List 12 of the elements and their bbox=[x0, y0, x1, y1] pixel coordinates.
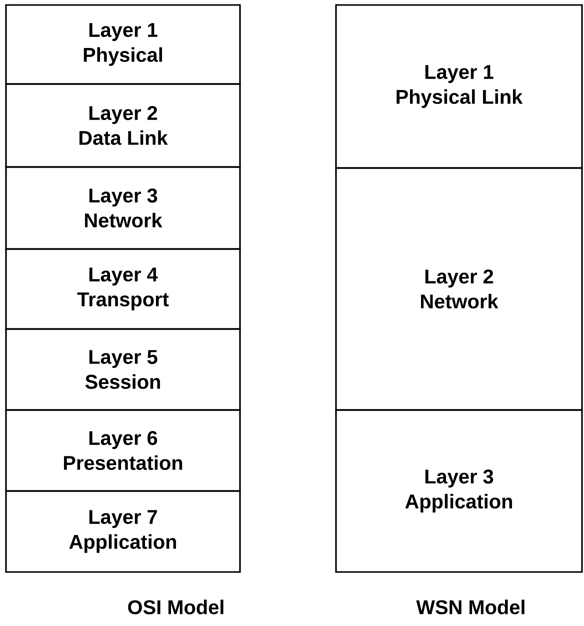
layer-box: Layer 4 Transport bbox=[5, 248, 241, 330]
model-caption: OSI Model bbox=[128, 600, 224, 614]
layer-box: Layer 2 Data Link bbox=[5, 83, 241, 168]
layer-box: Layer 5 Session bbox=[5, 328, 241, 411]
layer-box: Layer 3 Application bbox=[335, 409, 583, 573]
model-caption: WSN Model bbox=[416, 600, 524, 614]
layer-box: Layer 1 Physical Link bbox=[335, 4, 583, 169]
layer-box: Layer 3 Network bbox=[5, 166, 241, 250]
layer-box: Layer 7 Application bbox=[5, 490, 241, 573]
layer-box: Layer 1 Physical bbox=[5, 4, 241, 85]
layer-box: Layer 6 Presentation bbox=[5, 409, 241, 492]
layer-box: Layer 2 Network bbox=[335, 167, 583, 411]
